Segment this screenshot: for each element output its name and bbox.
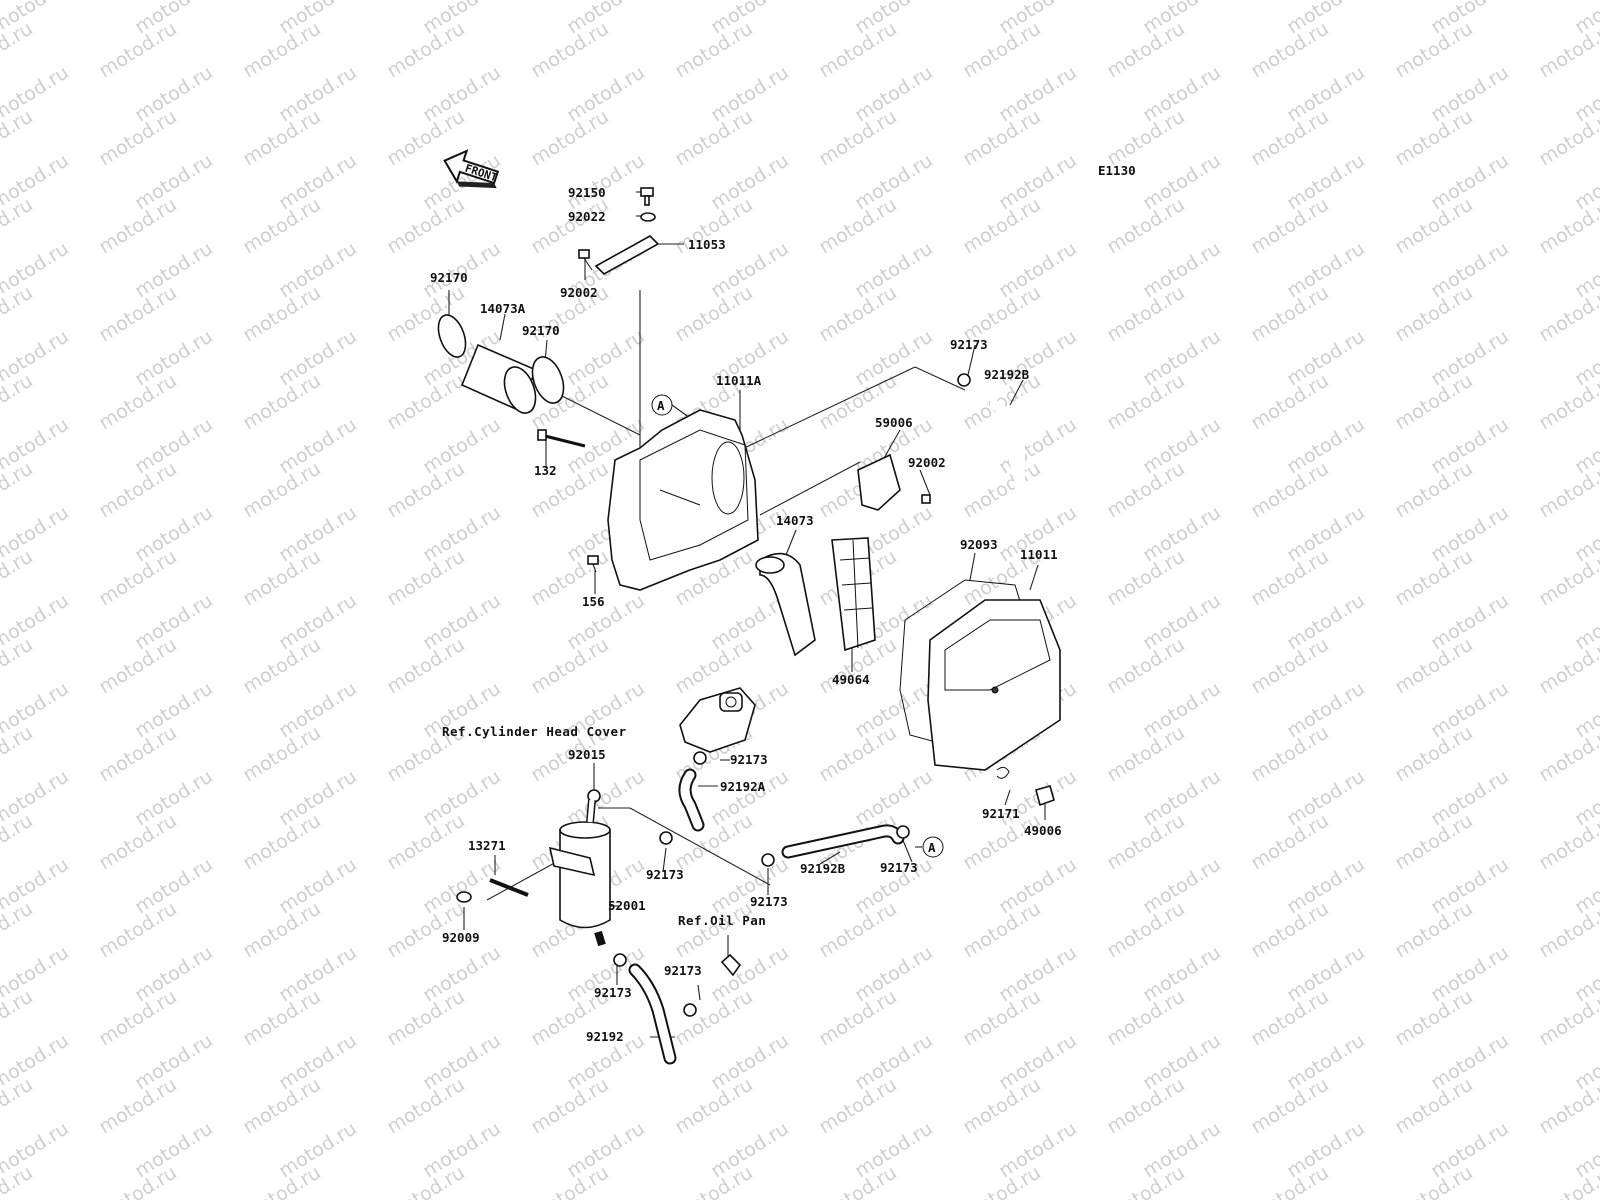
- clamp-92173-d-icon: [761, 853, 775, 867]
- part-shapes: [437, 187, 1061, 1065]
- cap-49006-icon: [1035, 785, 1055, 807]
- plate-59006-icon: [857, 453, 901, 511]
- bracket-11053-icon: [594, 235, 660, 275]
- duct-14073A-icon: [460, 343, 538, 414]
- part-label-11011: 11011: [1020, 547, 1058, 562]
- part-label-13271: 13271: [468, 838, 506, 853]
- elbow-fitting-icon: [720, 953, 742, 977]
- part-label-92192B-b: 92192B: [800, 861, 846, 876]
- part-label-49006: 49006: [1024, 823, 1062, 838]
- part-label-52001: 52001: [608, 898, 646, 913]
- part-label-92173-f: 92173: [594, 985, 632, 1000]
- bracket-13271-icon: [489, 846, 596, 897]
- part-label-92173-c: 92173: [646, 867, 684, 882]
- svg-text:A: A: [657, 398, 665, 413]
- cylinder-head-cover-icon: [679, 687, 756, 753]
- part-label-92192A: 92192A: [720, 779, 766, 794]
- part-label-92173-g: 92173: [664, 963, 702, 978]
- clamp-92170-right-icon: [531, 356, 565, 404]
- clamp-92173-g-icon: [683, 1003, 697, 1017]
- clamp-92173-e-icon: [896, 825, 910, 839]
- ref-oil-pan: Ref.Oil Pan: [678, 913, 766, 928]
- part-label-92192B-a: 92192B: [984, 367, 1030, 382]
- filter-element-49064-icon: [831, 537, 876, 652]
- part-label-59006: 59006: [875, 415, 913, 430]
- part-label-156: 156: [582, 594, 605, 609]
- part-label-92192: 92192: [586, 1029, 624, 1044]
- bolt-156-icon: [587, 555, 599, 573]
- part-labels: 92150 92022 11053 92002 92170 14073A 921…: [430, 185, 1062, 1044]
- part-label-92150: 92150: [568, 185, 606, 200]
- part-label-14073A: 14073A: [480, 301, 526, 316]
- duct-14073-icon: [755, 552, 816, 657]
- part-label-92170-b: 92170: [522, 323, 560, 338]
- part-label-92173-e: 92173: [880, 860, 918, 875]
- part-label-92171: 92171: [982, 806, 1020, 821]
- ref-cylinder-head-cover: Ref.Cylinder Head Cover: [442, 724, 627, 739]
- washer-92022-icon: [640, 212, 656, 222]
- part-label-92170-a: 92170: [430, 270, 468, 285]
- part-label-11011A: 11011A: [716, 373, 762, 388]
- circle-ref-a-top: A: [651, 394, 673, 416]
- part-label-92093: 92093: [960, 537, 998, 552]
- bolt-92150-icon: [640, 187, 654, 206]
- clamp-92173-b-icon: [693, 751, 707, 765]
- bolt-132-icon: [537, 429, 586, 448]
- bolt-92002-b-icon: [921, 494, 931, 504]
- cover-11011-icon: [927, 599, 1061, 771]
- part-label-92022: 92022: [568, 209, 606, 224]
- clamp-92170-left-icon: [437, 314, 467, 358]
- part-label-132: 132: [534, 463, 557, 478]
- part-label-92015: 92015: [568, 747, 606, 762]
- clip-92171-icon: [996, 766, 1010, 779]
- part-label-92173-a: 92173: [950, 337, 988, 352]
- bolt-92009-icon: [456, 891, 472, 903]
- clamp-92173-f-icon: [613, 953, 627, 967]
- part-label-92002-b: 92002: [908, 455, 946, 470]
- part-label-92002-a: 92002: [560, 285, 598, 300]
- part-label-11053: 11053: [688, 237, 726, 252]
- part-label-92173-d: 92173: [750, 894, 788, 909]
- part-label-49064: 49064: [832, 672, 870, 687]
- circle-ref-a-bottom: A: [922, 836, 944, 858]
- nut-92173-top-icon: [957, 373, 971, 387]
- part-label-92173-b: 92173: [730, 752, 768, 767]
- bolt-92002-icon: [578, 249, 593, 271]
- diagram-code: E1130: [1098, 163, 1136, 178]
- clamp-92173-c-icon: [659, 831, 673, 845]
- part-label-92009: 92009: [442, 930, 480, 945]
- air-cleaner-housing-11011A-icon: [607, 409, 759, 591]
- svg-text:A: A: [928, 840, 936, 855]
- part-label-14073: 14073: [776, 513, 814, 528]
